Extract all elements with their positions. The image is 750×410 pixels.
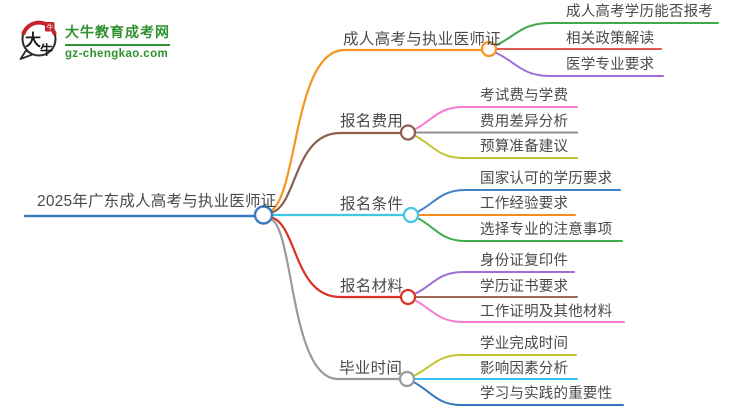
branch2-label: 报名费用 — [340, 113, 404, 130]
branch1-child2-label: 相关政策解读 — [566, 31, 655, 47]
branch4-child1-label: 身份证复印件 — [480, 253, 569, 269]
branch4-label: 报名材料 — [340, 278, 404, 295]
branch5-child1-label: 学业完成时间 — [480, 336, 569, 352]
branch5-child1-line — [412, 354, 577, 377]
logo-char-da: 大 — [25, 31, 41, 50]
branch3-child3-line — [416, 217, 623, 242]
branch1-child1-label: 成人高考学历能否报考 — [566, 4, 713, 20]
branch4-line — [270, 216, 403, 299]
branch2-child3-label: 预算准备建议 — [480, 139, 569, 155]
branch3-label: 报名条件 — [340, 196, 404, 213]
dainiu-logo-icon: 大 牛 牛 — [19, 20, 57, 60]
root-topic-label: 2025年广东成人高考与执业医师证 — [37, 193, 277, 210]
branch1-line — [270, 48, 484, 212]
branch2-child2-label: 费用差异分析 — [480, 114, 569, 130]
branch5-node — [398, 370, 416, 388]
branch1-child3-line — [494, 51, 664, 77]
branch3-child1-line — [416, 189, 621, 213]
branch4-child2-label: 学历证书要求 — [480, 279, 569, 295]
root-node — [253, 205, 274, 225]
branch3-child2-label: 工作经验要求 — [480, 196, 569, 212]
branch4-node — [399, 288, 417, 306]
logo-seal-char: 牛 — [47, 23, 54, 32]
branch4-child1-line — [413, 271, 575, 295]
site-name: 大牛教育成考网 — [65, 24, 170, 40]
site-url: gz-chengkao.com — [65, 48, 169, 60]
branch5-child2-label: 影响因素分析 — [480, 361, 569, 377]
logo-divider — [65, 44, 170, 46]
branch2-line — [270, 131, 403, 214]
branch2-child1-label: 考试费与学费 — [480, 88, 569, 104]
branch3-child3-label: 选择专业的注意事项 — [480, 222, 613, 238]
branch2-child1-line — [413, 106, 578, 131]
branch3-child1-label: 国家认可的学历要求 — [480, 171, 613, 187]
branch1-child1-line — [494, 22, 719, 47]
branch4-child3-label: 工作证明及其他材料 — [480, 304, 613, 320]
branch1-child3-label: 医学专业要求 — [566, 57, 655, 73]
branch1-node — [480, 40, 498, 58]
branch5-child3-label: 学习与实践的重要性 — [480, 386, 613, 402]
logo-seal — [45, 22, 55, 32]
branch2-child3-line — [413, 134, 578, 159]
branch5-child3-line — [412, 381, 624, 406]
site-logo: 大 牛 牛 大牛教育成考网 gz-chengkao.com — [19, 17, 170, 61]
branch5-label: 毕业时间 — [339, 360, 403, 377]
branch2-node — [399, 124, 417, 141]
branch4-child3-line — [413, 299, 625, 323]
branch3-node — [402, 206, 420, 224]
branch5-line — [269, 217, 402, 381]
logo-char-niu: 牛 — [40, 43, 53, 58]
branch1-label: 成人高考与执业医师证 — [343, 31, 502, 48]
